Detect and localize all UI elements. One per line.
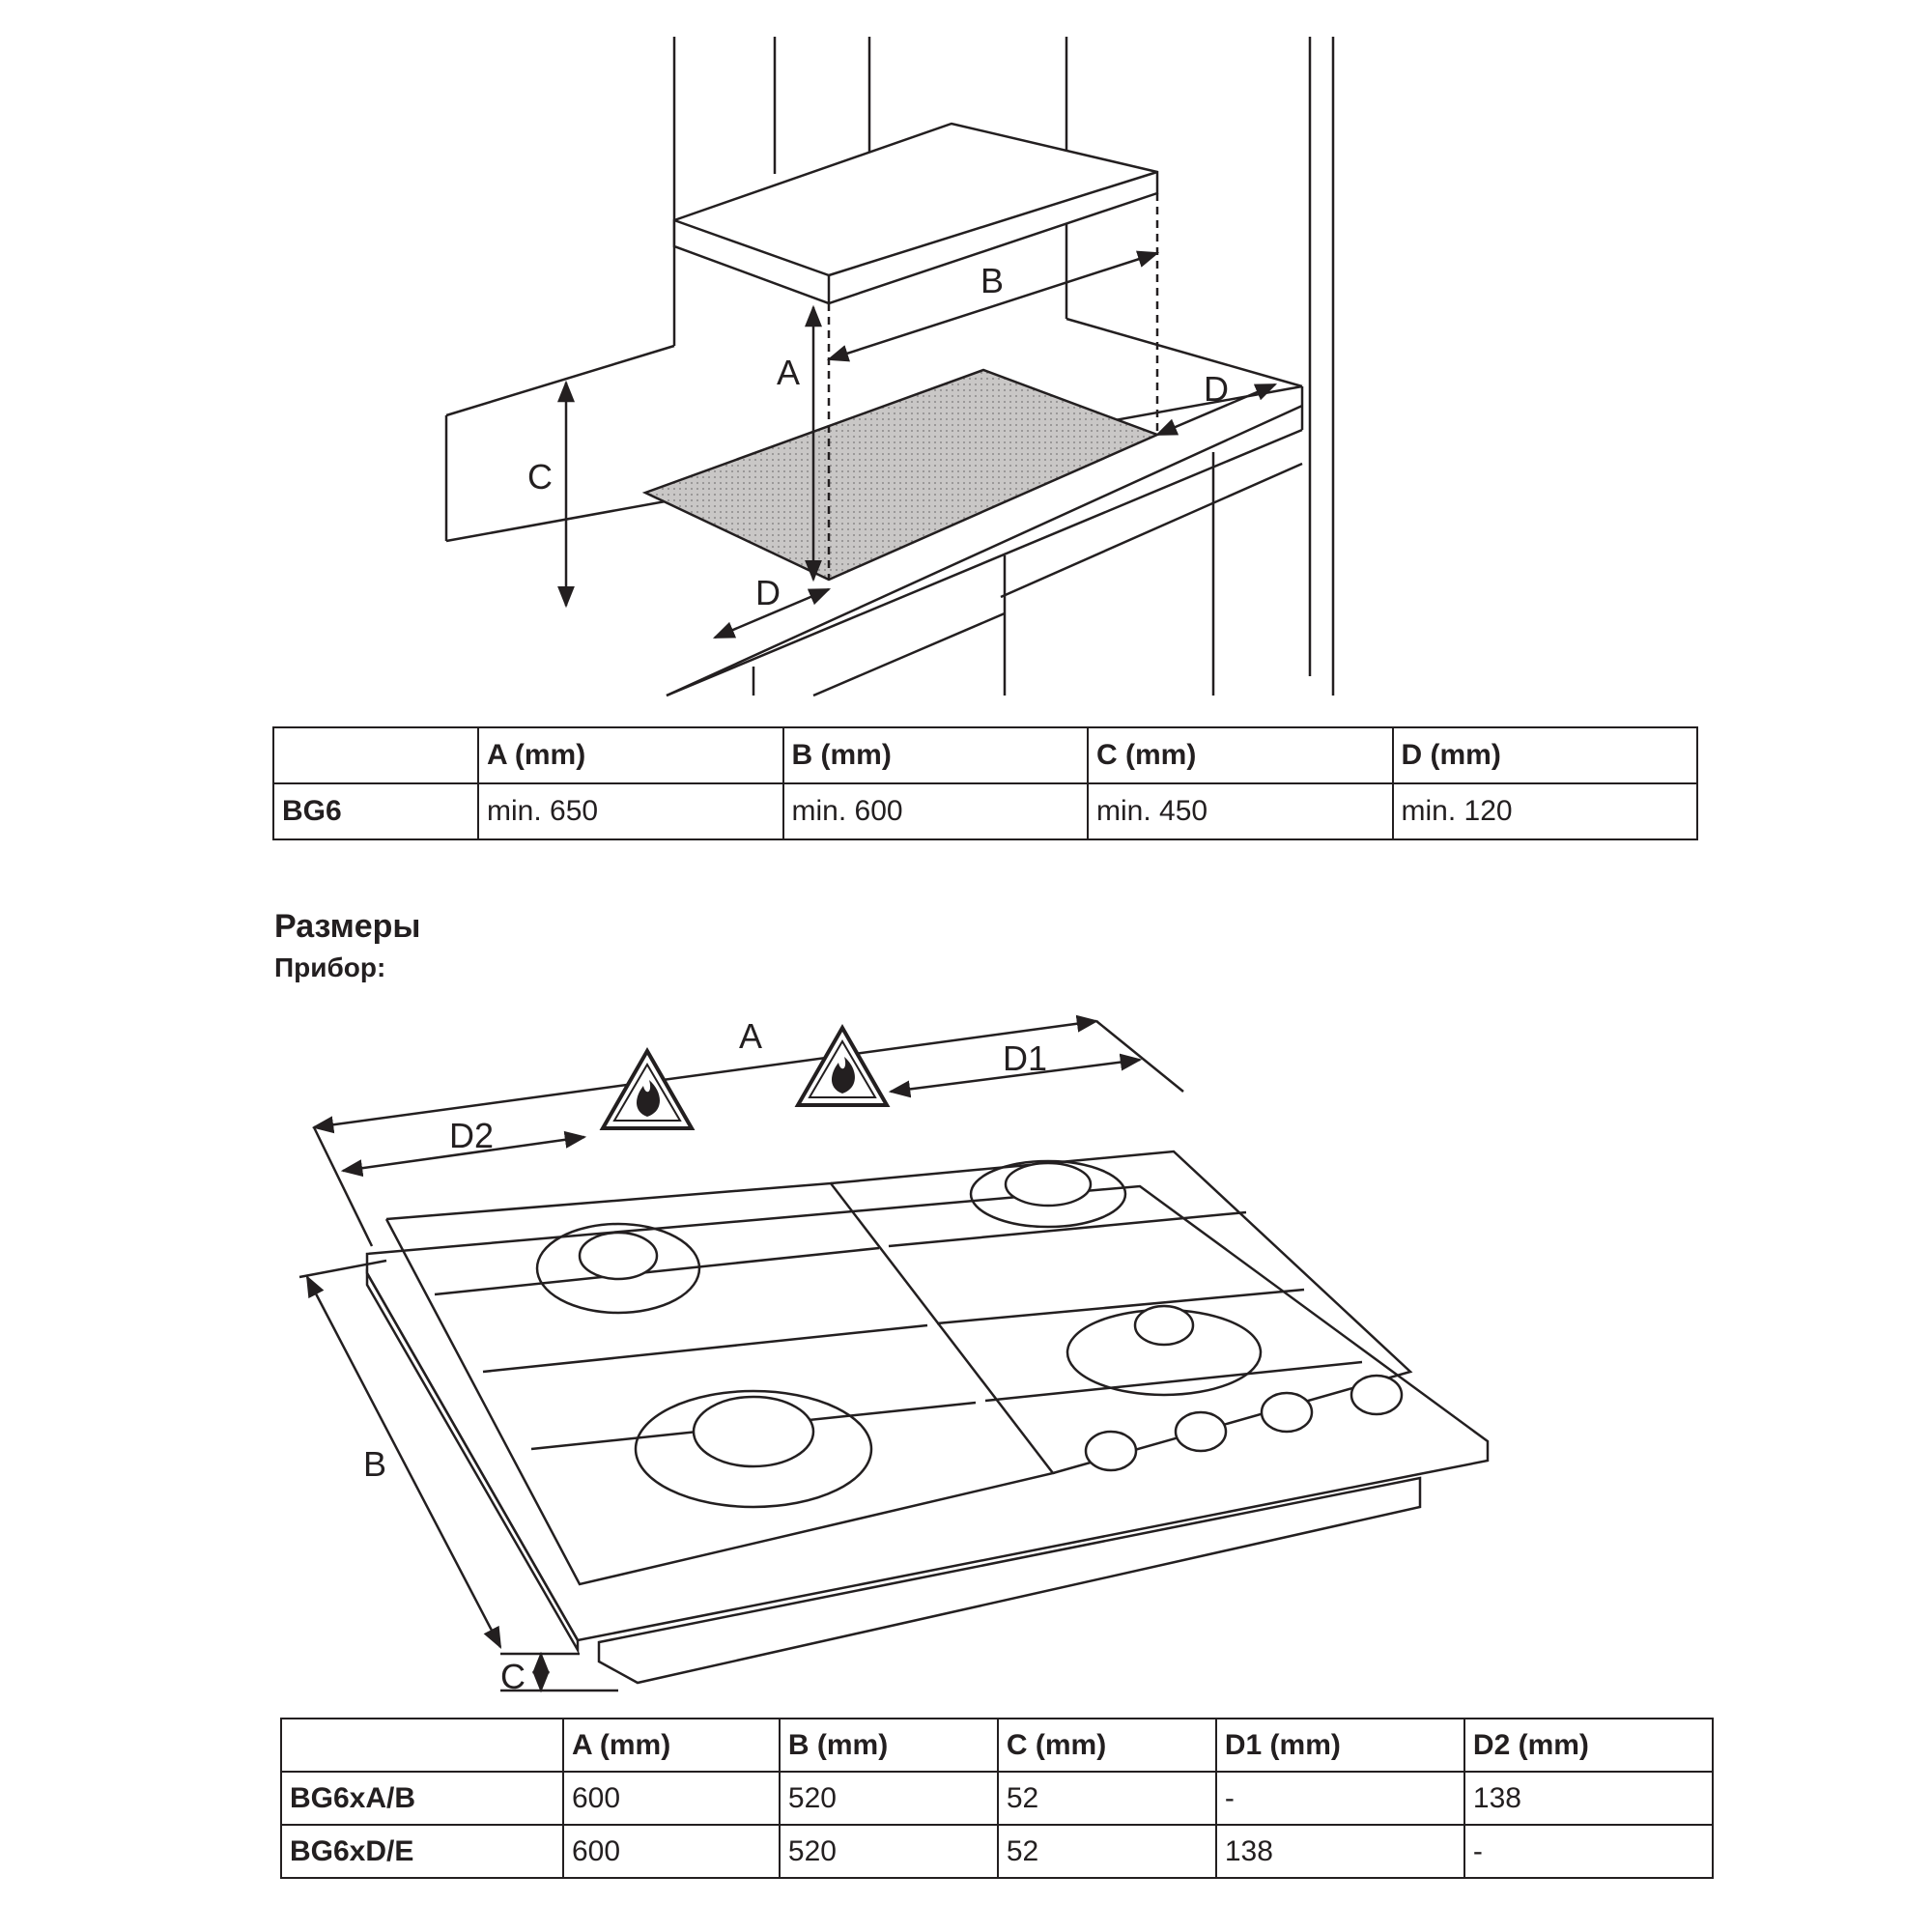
table-cell: 600 [562, 1771, 781, 1826]
table-header-cell: C (mm) [996, 1718, 1217, 1773]
table-header-cell [272, 726, 479, 784]
install-label-b: B [980, 261, 1004, 300]
install-label-d-front: D [755, 573, 781, 612]
installation-diagram [444, 37, 1335, 697]
table-header-row: A (mm) B (mm) C (mm) D1 (mm) D2 (mm) [280, 1718, 1715, 1773]
table-cell: 600 [562, 1824, 781, 1879]
table-header-cell: A (mm) [477, 726, 784, 784]
table-header-cell: B (mm) [778, 1718, 999, 1773]
table-header-cell [280, 1718, 564, 1773]
table-cell: BG6xD/E [280, 1824, 564, 1879]
table-row: BG6xA/B 600 520 52 - 138 [280, 1771, 1715, 1826]
table-row: BG6xD/E 600 520 52 138 - [280, 1824, 1715, 1879]
table-cell: min. 600 [781, 782, 1089, 840]
table-cell: - [1214, 1771, 1465, 1826]
table-cell: 520 [778, 1824, 999, 1879]
table-header-cell: D (mm) [1391, 726, 1698, 784]
install-label-d-right: D [1204, 369, 1229, 409]
table-header-cell: D1 (mm) [1214, 1718, 1465, 1773]
table-cell: 52 [996, 1771, 1217, 1826]
appliance-label-d2: D2 [449, 1116, 494, 1155]
appliance-label-b: B [363, 1444, 386, 1484]
table-cell: min. 120 [1391, 782, 1698, 840]
appliance-label-d1: D1 [1003, 1038, 1047, 1078]
dimensions-table: A (mm) B (mm) C (mm) D1 (mm) D2 (mm) BG6… [280, 1718, 1715, 1879]
table-cell: min. 450 [1087, 782, 1394, 840]
appliance-diagram [298, 1014, 1490, 1693]
flame-warning-icon [794, 1023, 891, 1107]
table-cell: 520 [778, 1771, 999, 1826]
table-header-cell: C (mm) [1087, 726, 1394, 784]
table-cell: 138 [1214, 1824, 1465, 1879]
installation-table: A (mm) B (mm) C (mm) D (mm) BG6 min. 650… [272, 726, 1698, 840]
table-cell: 52 [996, 1824, 1217, 1879]
appliance-label-a: A [739, 1016, 762, 1056]
hob-body [365, 1184, 1490, 1642]
table-row: BG6 min. 650 min. 600 min. 450 min. 120 [272, 782, 1698, 840]
section-subtitle: Прибор: [274, 952, 386, 982]
table-cell: BG6xA/B [280, 1771, 564, 1826]
table-cell: 138 [1463, 1771, 1715, 1826]
install-label-a: A [777, 353, 800, 392]
flame-warning-icon [599, 1046, 696, 1130]
table-header-cell: B (mm) [781, 726, 1089, 784]
table-header-cell: D2 (mm) [1463, 1718, 1715, 1773]
appliance-label-c: C [500, 1657, 526, 1696]
table-cell: BG6 [272, 782, 479, 840]
table-header-cell: A (mm) [562, 1718, 781, 1773]
hob-outline [641, 368, 1161, 582]
install-label-c: C [527, 457, 553, 497]
table-header-row: A (mm) B (mm) C (mm) D (mm) [272, 726, 1698, 784]
table-cell: - [1463, 1824, 1715, 1879]
table-cell: min. 650 [477, 782, 784, 840]
section-title: Размеры [274, 908, 421, 945]
